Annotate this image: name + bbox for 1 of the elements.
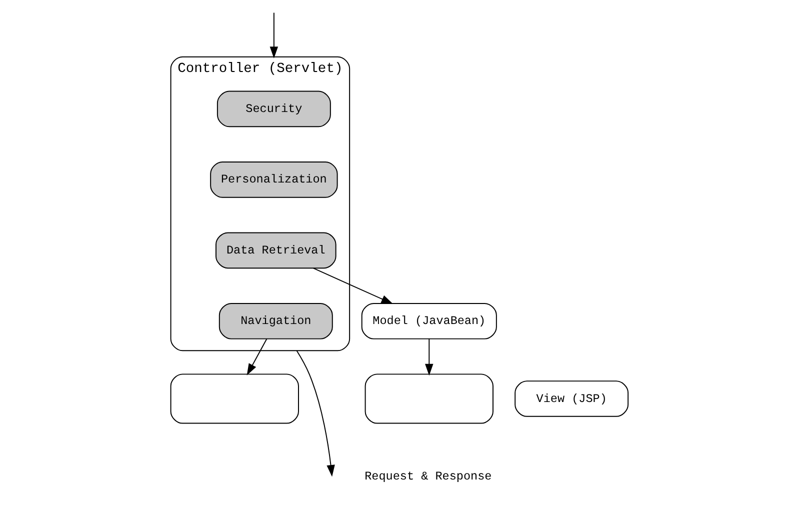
label: Request & Response (364, 469, 492, 484)
